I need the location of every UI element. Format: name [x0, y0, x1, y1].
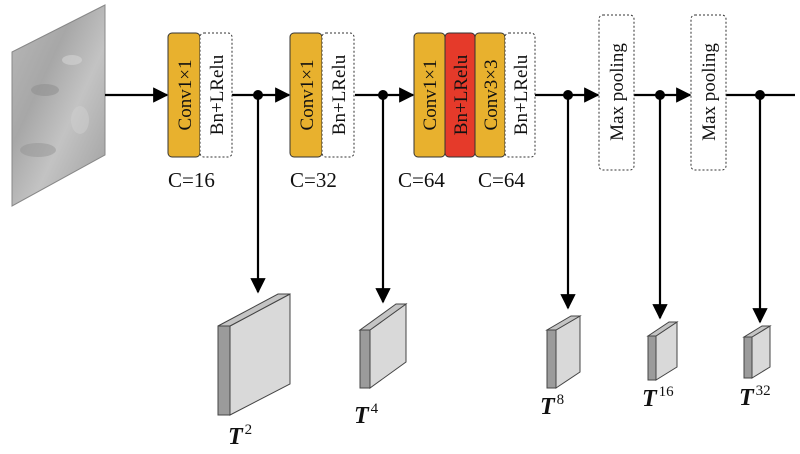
- maxpool-1: Max pooling: [598, 14, 635, 171]
- maxpool1-box: [598, 14, 635, 171]
- block2-conv-label: Conv1×1: [297, 60, 318, 131]
- maxpool2-label: Max pooling: [699, 43, 720, 141]
- block3-conv2-label: Conv3×3: [481, 60, 502, 131]
- block3-bn1-label: Bn+LRelu: [451, 54, 472, 135]
- output-t2-cube: [217, 293, 291, 416]
- branch-connectors: [250, 95, 768, 324]
- block2-bn-box: [321, 32, 355, 158]
- block1-bn-box: [199, 32, 233, 158]
- block1-channels: C=16: [168, 168, 215, 192]
- block3-bn2-box: [504, 32, 536, 158]
- block3-conv1-label: Conv1×1: [420, 60, 441, 131]
- output-t8-cube: [545, 315, 582, 389]
- block2-channels: C=32: [290, 168, 337, 192]
- block3-channels-2: C=64: [478, 168, 525, 192]
- branch-dot-2: [378, 90, 388, 100]
- block2-bn-label: Bn+LRelu: [329, 54, 350, 135]
- branch-dots: [253, 90, 765, 100]
- output-t4-cube: [358, 303, 408, 389]
- output-t16-cube: [646, 321, 679, 381]
- block3-channels-1: C=64: [398, 168, 445, 192]
- block-1: Conv1×1 Bn+LRelu C=16: [167, 32, 233, 192]
- output-t32-cube: [742, 325, 772, 379]
- input-image: [11, 4, 106, 207]
- block3-bn2-label: Bn+LRelu: [511, 54, 532, 135]
- maxpool2-box: [690, 14, 727, 171]
- branch-dot-1: [253, 90, 263, 100]
- block-2: Conv1×1 Bn+LRelu C=32: [289, 32, 355, 192]
- branch-dot-4: [655, 90, 665, 100]
- block1-bn-label: Bn+LRelu: [207, 54, 228, 135]
- block1-conv-label: Conv1×1: [175, 60, 196, 131]
- block-3: Conv1×1 Bn+LRelu Conv3×3 Bn+LRelu C=64 C…: [398, 32, 536, 192]
- maxpool-2: Max pooling: [690, 14, 727, 171]
- branch-dot-3: [563, 90, 573, 100]
- branch-dot-5: [755, 90, 765, 100]
- maxpool1-label: Max pooling: [607, 43, 628, 141]
